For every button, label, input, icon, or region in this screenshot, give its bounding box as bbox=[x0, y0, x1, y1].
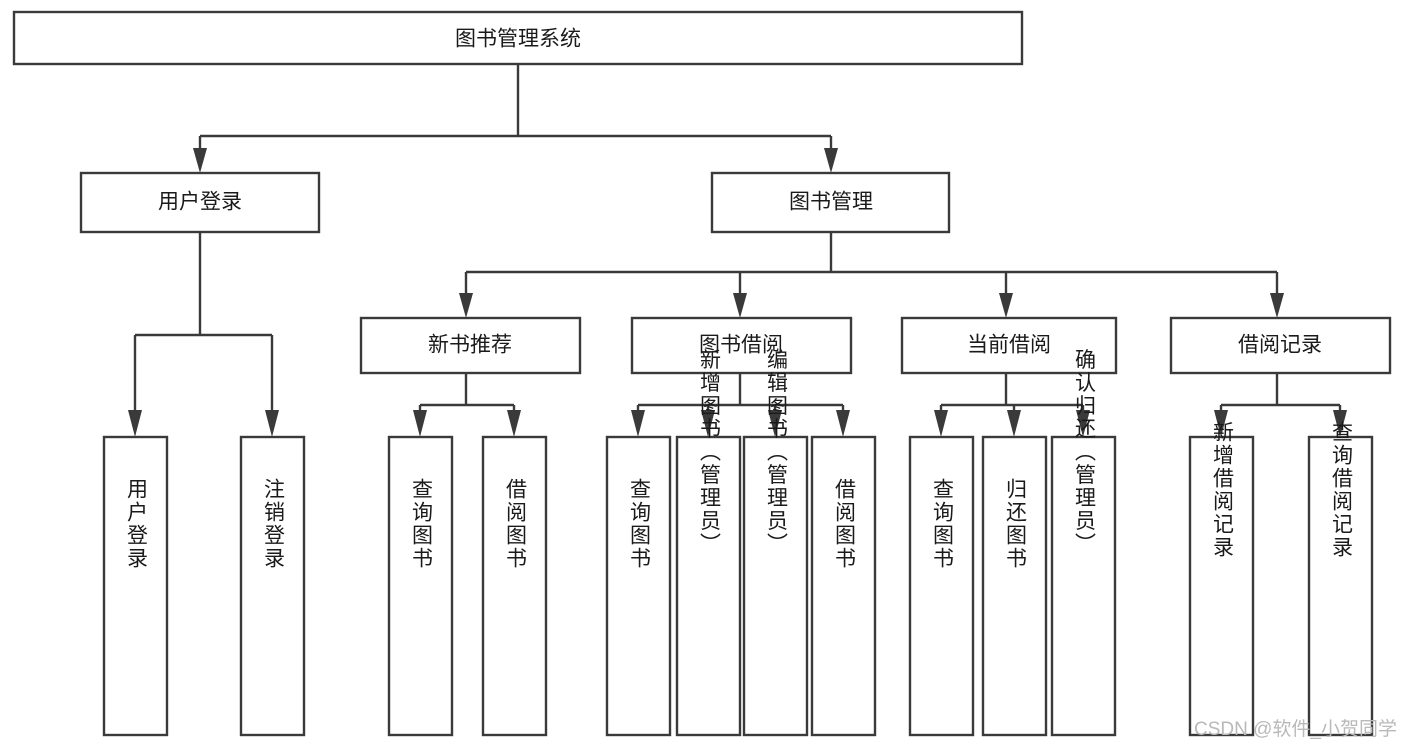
node-leaf-edit-book-box[interactable] bbox=[742, 435, 809, 737]
arrow-icon-leaf-logout-login bbox=[265, 410, 279, 437]
node-leaf-logout-login[interactable]: 注销登录 bbox=[239, 435, 306, 737]
node-leaf-query-book-2-label: 查询图书 bbox=[628, 478, 652, 570]
node-leaf-borrow-book-2-box[interactable] bbox=[810, 435, 877, 737]
node-leaf-query-record-label: 查询借阅记录 bbox=[1330, 421, 1354, 559]
node-borrow-record[interactable]: 借阅记录 bbox=[1169, 316, 1392, 375]
arrow-icon-leaf-edit-book bbox=[768, 410, 782, 437]
node-current-borrow-label: 当前借阅 bbox=[967, 334, 1051, 357]
node-leaf-confirm-return-box[interactable] bbox=[1050, 435, 1117, 737]
node-leaf-query-book-1[interactable]: 查询图书 bbox=[387, 435, 454, 737]
node-book-borrow-box[interactable] bbox=[630, 316, 853, 375]
node-leaf-confirm-return-label: 确认归还（管理员） bbox=[1073, 349, 1097, 556]
node-leaf-user-login-box[interactable] bbox=[102, 435, 169, 737]
node-leaf-query-book-1-label: 查询图书 bbox=[410, 478, 434, 570]
node-new-book-recommend[interactable]: 新书推荐 bbox=[359, 316, 582, 375]
arrow-icon-leaf-borrow-book-2 bbox=[836, 410, 850, 437]
node-current-borrow-box[interactable] bbox=[900, 316, 1118, 375]
arrow-icon-leaf-query-book-3 bbox=[934, 410, 948, 437]
node-leaf-add-record-box[interactable] bbox=[1188, 435, 1255, 737]
arrow-icon-leaf-return-book bbox=[1007, 410, 1021, 437]
node-leaf-borrow-book-1-box[interactable] bbox=[481, 435, 548, 737]
arrow-icon-book-borrow bbox=[733, 293, 747, 318]
node-leaf-query-book-3-label: 查询图书 bbox=[931, 478, 955, 570]
arrow-icon-leaf-query-book-1 bbox=[413, 410, 427, 437]
arrow-icon-leaf-borrow-book-1 bbox=[507, 410, 521, 437]
node-leaf-add-record[interactable]: 新增借阅记录 bbox=[1188, 421, 1255, 737]
node-root[interactable]: 图书管理系统 bbox=[12, 10, 1024, 66]
node-leaf-add-record-label: 新增借阅记录 bbox=[1211, 421, 1235, 559]
node-leaf-borrow-book-2-label: 借阅图书 bbox=[833, 478, 857, 570]
node-leaf-logout-login-box[interactable] bbox=[239, 435, 306, 737]
node-leaf-user-login[interactable]: 用户登录 bbox=[102, 435, 169, 737]
node-book-borrow-label: 图书借阅 bbox=[699, 334, 783, 357]
connector-layer bbox=[128, 64, 1347, 437]
node-leaf-query-record[interactable]: 查询借阅记录 bbox=[1307, 421, 1374, 737]
node-leaf-add-book-box[interactable] bbox=[675, 435, 742, 737]
node-leaf-query-book-1-box[interactable] bbox=[387, 435, 454, 737]
arrow-icon-book-management bbox=[824, 148, 838, 173]
node-leaf-query-book-3[interactable]: 查询图书 bbox=[908, 435, 975, 737]
node-leaf-query-book-2[interactable]: 查询图书 bbox=[605, 435, 672, 737]
node-book-management[interactable]: 图书管理 bbox=[710, 171, 951, 234]
arrow-icon-borrow-record bbox=[1270, 293, 1284, 318]
arrow-icon-user-login bbox=[193, 148, 207, 173]
arrow-icon-leaf-query-record bbox=[1333, 410, 1347, 437]
node-book-borrow[interactable]: 图书借阅 bbox=[630, 316, 853, 375]
node-root-label: 图书管理系统 bbox=[455, 28, 581, 51]
node-new-book-recommend-label: 新书推荐 bbox=[428, 334, 512, 357]
node-leaf-return-book-box[interactable] bbox=[981, 435, 1048, 737]
node-borrow-record-label: 借阅记录 bbox=[1238, 334, 1322, 357]
node-user-login-label: 用户登录 bbox=[158, 191, 242, 214]
arrow-icon-new-book-recommend bbox=[459, 293, 473, 318]
arrow-icon-leaf-add-book bbox=[701, 410, 715, 437]
node-current-borrow[interactable]: 当前借阅 bbox=[900, 316, 1118, 375]
node-leaf-return-book-label: 归还图书 bbox=[1004, 478, 1028, 570]
node-book-management-box[interactable] bbox=[710, 171, 951, 234]
node-book-management-label: 图书管理 bbox=[789, 191, 873, 214]
node-leaf-user-login-label: 用户登录 bbox=[125, 478, 149, 570]
node-leaf-borrow-book-1-label: 借阅图书 bbox=[504, 478, 528, 570]
node-leaf-add-book[interactable]: 新增图书（管理员） bbox=[675, 349, 742, 737]
arrow-icon-leaf-add-record bbox=[1214, 410, 1228, 437]
node-leaf-borrow-book-2[interactable]: 借阅图书 bbox=[810, 435, 877, 737]
node-user-login[interactable]: 用户登录 bbox=[79, 171, 321, 234]
node-leaf-edit-book[interactable]: 编辑图书（管理员） bbox=[742, 349, 809, 737]
arrow-icon-leaf-confirm-return bbox=[1076, 410, 1090, 437]
node-leaf-return-book[interactable]: 归还图书 bbox=[981, 435, 1048, 737]
node-user-login-box[interactable] bbox=[79, 171, 321, 234]
arrow-icon-leaf-query-book-2 bbox=[631, 410, 645, 437]
node-leaf-logout-login-label: 注销登录 bbox=[262, 478, 286, 570]
node-leaf-query-book-3-box[interactable] bbox=[908, 435, 975, 737]
node-leaf-edit-book-label: 编辑图书（管理员） bbox=[765, 349, 789, 556]
node-leaf-add-book-label: 新增图书（管理员） bbox=[698, 349, 722, 556]
node-leaf-query-record-box[interactable] bbox=[1307, 435, 1374, 737]
node-leaf-confirm-return[interactable]: 确认归还（管理员） bbox=[1050, 349, 1117, 737]
node-borrow-record-box[interactable] bbox=[1169, 316, 1392, 375]
arrow-icon-leaf-user-login bbox=[128, 410, 142, 437]
arrow-icon-current-borrow bbox=[999, 293, 1013, 318]
node-leaf-borrow-book-1[interactable]: 借阅图书 bbox=[481, 435, 548, 737]
node-new-book-recommend-box[interactable] bbox=[359, 316, 582, 375]
node-leaf-query-book-2-box[interactable] bbox=[605, 435, 672, 737]
node-root-box[interactable] bbox=[12, 10, 1024, 66]
